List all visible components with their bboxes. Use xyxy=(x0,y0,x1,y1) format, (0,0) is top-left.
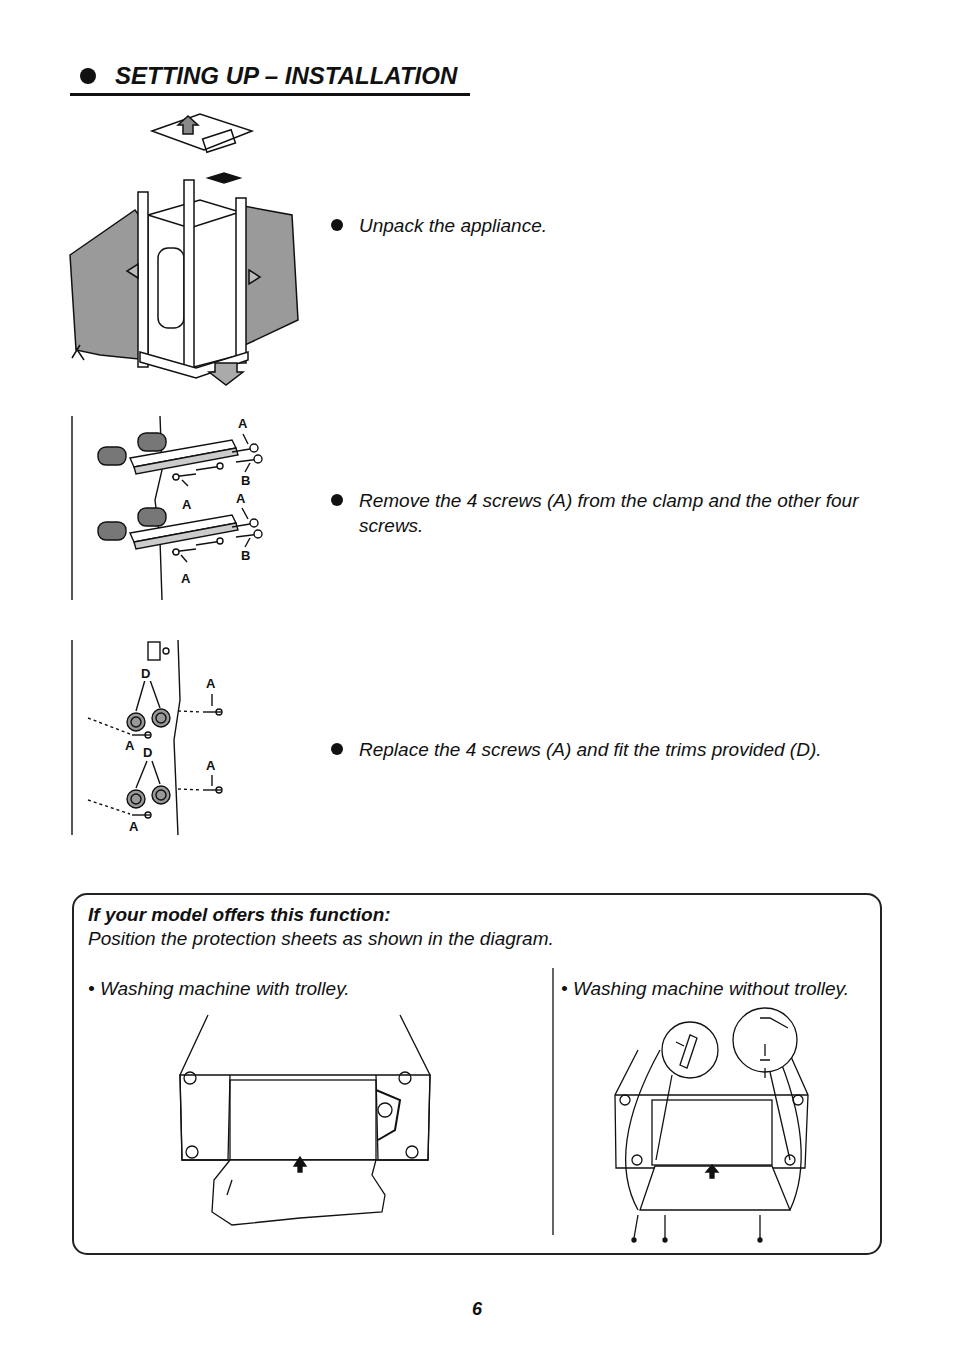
heading-rule xyxy=(70,93,470,96)
trims-figure xyxy=(72,640,222,835)
info-panel: If your model offers this function:Posit… xyxy=(72,893,882,1255)
panel-heading: If your model offers this function: xyxy=(88,903,391,927)
callout-letter: B xyxy=(240,474,251,488)
callout-letter: A xyxy=(205,677,216,691)
heading-bullet xyxy=(80,68,96,84)
callout-letter: A xyxy=(235,492,246,506)
no-trolley-figure xyxy=(615,1008,808,1242)
callout-letter: A xyxy=(124,739,135,753)
bullet xyxy=(331,743,343,755)
screws-figure xyxy=(72,416,262,600)
page-number: 6 xyxy=(472,1299,482,1320)
instruction-text: Unpack the appliance. xyxy=(359,213,889,238)
callout-letter: D xyxy=(140,667,151,681)
trolley-figure xyxy=(180,1015,430,1225)
callout-letter: A xyxy=(181,498,192,512)
panel-text: Position the protection sheets as shown … xyxy=(88,927,554,951)
callout-letter: D xyxy=(142,746,153,760)
bullet xyxy=(331,494,343,506)
panel-divider xyxy=(552,968,553,1235)
callout-letter: A xyxy=(205,759,216,773)
instruction-text: Replace the 4 screws (A) and fit the tri… xyxy=(359,737,889,762)
callout-letter: A xyxy=(180,572,191,586)
bullet xyxy=(331,219,343,231)
page-title: SETTING UP – INSTALLATION xyxy=(115,62,457,90)
callout-letter: B xyxy=(240,549,251,563)
unpack-figure xyxy=(70,114,298,385)
instruction-text: Remove the 4 screws (A) from the clamp a… xyxy=(359,488,889,538)
callout-letter: A xyxy=(128,820,139,834)
callout-letter: A xyxy=(237,417,248,431)
option-text: • Washing machine without trolley. xyxy=(561,977,849,1001)
option-text: • Washing machine with trolley. xyxy=(88,977,350,1001)
